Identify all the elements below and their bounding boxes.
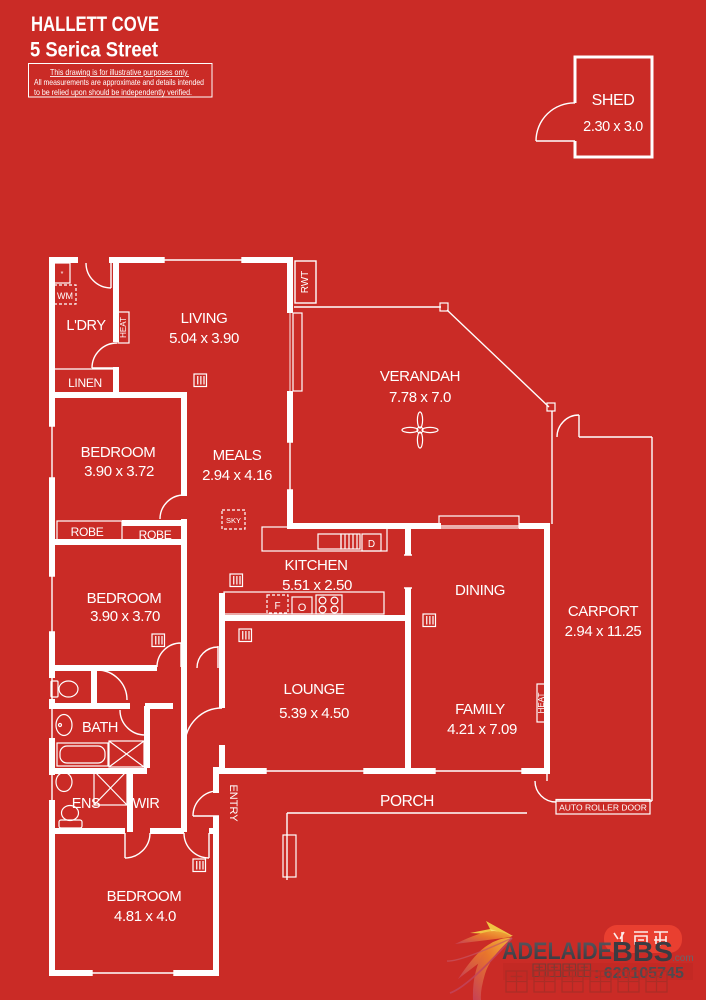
svg-text:FAMILY: FAMILY xyxy=(455,701,505,718)
svg-text:2.94 x 11.25: 2.94 x 11.25 xyxy=(565,623,642,640)
svg-text:D: D xyxy=(368,539,375,550)
svg-text:CARPORT: CARPORT xyxy=(568,603,639,620)
svg-text:ENTRY: ENTRY xyxy=(227,784,239,822)
svg-text:AUTO ROLLER DOOR: AUTO ROLLER DOOR xyxy=(559,803,647,813)
svg-text:5 Serica Street: 5 Serica Street xyxy=(30,39,158,62)
svg-text:HALLETT COVE: HALLETT COVE xyxy=(31,13,159,36)
svg-text:O: O xyxy=(298,602,307,614)
svg-text:LINEN: LINEN xyxy=(68,376,102,390)
svg-text:5.39 x 4.50: 5.39 x 4.50 xyxy=(279,705,349,722)
svg-text:to be relied upon should be in: to be relied upon should be independentl… xyxy=(34,87,192,97)
svg-text:4.21 x 7.09: 4.21 x 7.09 xyxy=(447,721,517,738)
svg-text:KITCHEN: KITCHEN xyxy=(284,557,347,574)
svg-text:BEDROOM: BEDROOM xyxy=(87,590,162,607)
svg-text:BATH: BATH xyxy=(82,720,118,736)
svg-text:SKY: SKY xyxy=(226,516,241,525)
svg-text:F: F xyxy=(274,601,280,612)
svg-text:.com: .com xyxy=(672,953,694,964)
svg-text:4.81 x 4.0: 4.81 x 4.0 xyxy=(114,908,176,925)
svg-text:3.90 x 3.70: 3.90 x 3.70 xyxy=(90,608,160,625)
svg-text:3.90 x 3.72: 3.90 x 3.72 xyxy=(84,463,154,480)
svg-text:All measurements are approxima: All measurements are approximate and det… xyxy=(34,77,204,87)
svg-text:ADELAIDE: ADELAIDE xyxy=(502,938,612,965)
svg-text:L'DRY: L'DRY xyxy=(66,318,106,334)
svg-text:LOUNGE: LOUNGE xyxy=(284,681,345,698)
svg-text:*: * xyxy=(61,271,64,278)
svg-text:DINING: DINING xyxy=(455,582,505,599)
svg-text:ENS: ENS xyxy=(72,796,101,812)
svg-text:BEDROOM: BEDROOM xyxy=(81,444,156,461)
svg-text:7.78 x 7.0: 7.78 x 7.0 xyxy=(389,389,451,406)
svg-text:HEAT: HEAT xyxy=(119,317,128,338)
svg-text:WM: WM xyxy=(57,291,73,301)
svg-text:VERANDAH: VERANDAH xyxy=(380,368,460,385)
svg-text:ROBE: ROBE xyxy=(139,528,172,542)
svg-text:ROBE: ROBE xyxy=(71,525,104,539)
svg-text:BBS: BBS xyxy=(612,936,673,967)
svg-text:2.30 x 3.0: 2.30 x 3.0 xyxy=(583,119,643,135)
svg-text:5.04 x 3.90: 5.04 x 3.90 xyxy=(169,330,239,347)
svg-text:MEALS: MEALS xyxy=(213,447,262,464)
svg-text:LIVING: LIVING xyxy=(181,310,228,327)
svg-text:BEDROOM: BEDROOM xyxy=(107,888,182,905)
svg-text:RWT: RWT xyxy=(300,271,311,294)
svg-text:SHED: SHED xyxy=(592,92,635,109)
svg-text:This drawing is for illustrati: This drawing is for illustrative purpose… xyxy=(50,67,189,77)
svg-text:2.94 x 4.16: 2.94 x 4.16 xyxy=(202,467,272,484)
svg-text:WIR: WIR xyxy=(133,796,160,812)
svg-text:PORCH: PORCH xyxy=(380,793,434,810)
svg-text:HEAT: HEAT xyxy=(537,693,546,714)
svg-text:5.51 x 2.50: 5.51 x 2.50 xyxy=(282,577,352,594)
